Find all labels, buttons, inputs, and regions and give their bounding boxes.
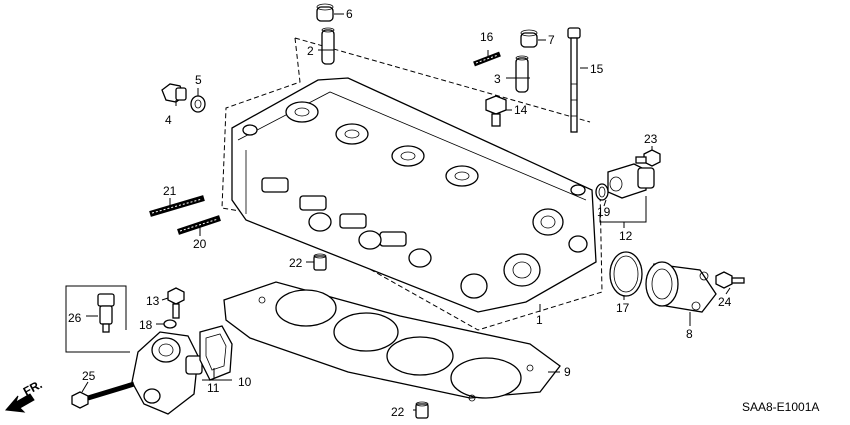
callout-17: 17 [616, 301, 630, 315]
gasket-11 [199, 325, 233, 381]
washer-5 [190, 95, 206, 113]
bolt-23 [635, 149, 661, 167]
callout-7: 7 [548, 33, 555, 47]
bolt-25 [71, 381, 135, 409]
leader-lines [81, 13, 731, 411]
pressure-switch-26 [97, 293, 115, 333]
callout-9: 9 [564, 365, 571, 379]
valve-guide-3 [515, 55, 529, 93]
callout-6: 6 [346, 7, 353, 21]
callout-18: 18 [139, 318, 153, 332]
stud-21 [149, 195, 205, 217]
front-arrow-icon [5, 393, 35, 413]
front-direction-label: FR. [21, 377, 45, 398]
callout-10: 10 [238, 375, 252, 389]
callout-13: 13 [146, 294, 160, 308]
callout-2: 2 [307, 44, 314, 58]
spool-valve-10 [131, 331, 203, 415]
housing-8 [645, 261, 717, 313]
callout-11: 11 [207, 381, 220, 395]
dowel-pin-lower [415, 401, 429, 419]
head-bolt-15 [567, 27, 581, 133]
callout-12: 12 [619, 229, 633, 243]
callout-23: 23 [644, 132, 658, 146]
callout-5: 5 [195, 73, 202, 87]
callout-20: 20 [193, 237, 207, 251]
callout-19: 19 [597, 205, 611, 219]
callout-8: 8 [686, 327, 693, 341]
callout-16: 16 [480, 30, 494, 44]
dowel-pin-upper [313, 253, 327, 271]
callout-labels: 1 2 3 4 5 6 7 8 9 10 11 12 13 14 15 16 1… [68, 7, 732, 419]
valve-guide-2 [321, 27, 335, 65]
plug-4 [161, 83, 187, 103]
o-ring-19 [595, 183, 609, 201]
callout-14: 14 [514, 103, 528, 117]
stud-20 [177, 215, 221, 235]
switch-26-box [65, 285, 130, 353]
callout-26: 26 [68, 311, 82, 325]
o-ring-17 [609, 251, 643, 297]
callout-25: 25 [82, 369, 96, 383]
callout-15: 15 [590, 62, 604, 76]
bolt-14 [485, 95, 507, 127]
bolt-24 [715, 271, 745, 289]
washer-18 [163, 319, 177, 329]
bracket-12 [599, 196, 647, 223]
callout-4: 4 [165, 113, 172, 127]
cylinder-head [231, 77, 597, 313]
callout-3: 3 [494, 72, 501, 86]
callout-22a: 22 [289, 256, 303, 270]
head-group-outline-top [294, 37, 591, 123]
callout-24: 24 [718, 295, 732, 309]
sensor-12 [607, 163, 655, 199]
callout-21: 21 [163, 184, 177, 198]
seal-cap-7 [520, 29, 538, 48]
head-gasket [223, 281, 561, 402]
seal-cap-6 [316, 3, 334, 22]
stud-16 [473, 51, 501, 67]
callout-1: 1 [536, 313, 543, 327]
diagram-code: SAA8-E1001A [742, 400, 819, 414]
bolt-13 [167, 287, 185, 319]
callout-22b: 22 [391, 405, 405, 419]
